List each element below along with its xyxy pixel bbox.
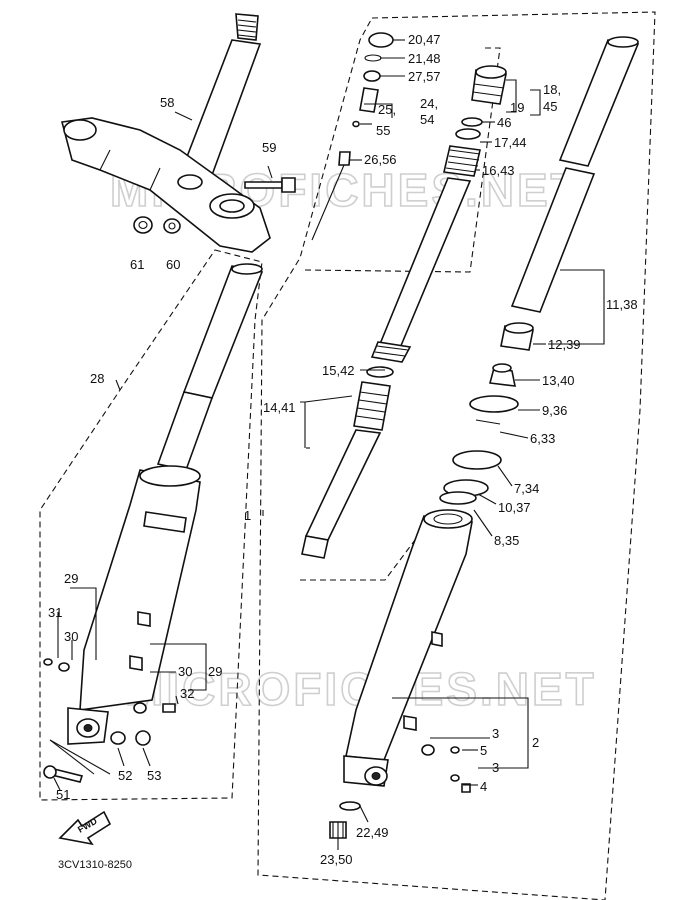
label-5: 5 <box>480 743 487 758</box>
label-6-33: 6,33 <box>530 431 555 446</box>
boundary-damper-lower <box>300 539 416 581</box>
label-55: 55 <box>376 123 390 138</box>
boundary-left-assembly <box>39 249 263 801</box>
label-23-50: 23,50 <box>320 852 353 867</box>
label-20-47: 20,47 <box>408 32 441 47</box>
label-30-right: 30 <box>178 664 192 679</box>
label-24: 24, <box>420 96 438 111</box>
bolt-59 <box>244 177 296 193</box>
label-7-34: 7,34 <box>514 481 539 496</box>
label-18: 18, <box>543 82 561 97</box>
label-61: 61 <box>130 257 144 272</box>
label-2: 2 <box>532 735 539 750</box>
label-19: 19 <box>510 100 524 115</box>
label-3-lower: 3 <box>492 760 499 775</box>
label-60: 60 <box>166 257 180 272</box>
label-13-40: 13,40 <box>542 373 575 388</box>
part-labels: 20,47 21,48 27,57 18, 45 19 25, 24, 54 4… <box>48 32 638 867</box>
nut-61 <box>133 216 153 234</box>
right-inner-tube <box>510 36 640 313</box>
lower-bracket <box>60 117 271 253</box>
label-25: 25, <box>378 102 396 117</box>
label-10-37: 10,37 <box>498 500 531 515</box>
damper-tube <box>370 177 472 363</box>
forward-arrow-icon: FWD <box>58 810 112 846</box>
label-17-44: 17,44 <box>494 135 527 150</box>
label-53: 53 <box>147 768 161 783</box>
right-outer-tube <box>343 509 473 787</box>
label-9-36: 9,36 <box>542 403 567 418</box>
label-15-42: 15,42 <box>322 363 355 378</box>
label-29-right: 29 <box>208 664 222 679</box>
leader-lines <box>49 39 605 850</box>
label-30-left: 30 <box>64 629 78 644</box>
label-45: 45 <box>543 99 557 114</box>
label-21-48: 21,48 <box>408 51 441 66</box>
washer-60 <box>163 218 181 234</box>
label-14-41: 14,41 <box>263 400 296 415</box>
ring-15-42 <box>366 366 394 378</box>
fork-cap-18 <box>471 65 507 105</box>
label-29-top: 29 <box>64 571 78 586</box>
label-58: 58 <box>160 95 174 110</box>
label-22-49: 22,49 <box>356 825 389 840</box>
label-3-upper: 3 <box>492 726 499 741</box>
label-4: 4 <box>480 779 487 794</box>
label-59: 59 <box>262 140 276 155</box>
label-8-35: 8,35 <box>494 533 519 548</box>
boundary-right-assembly <box>257 11 656 900</box>
damper-cylinder-14 <box>301 381 391 559</box>
label-26-56: 26,56 <box>364 152 397 167</box>
spring-top-16 <box>443 145 481 177</box>
label-31: 31 <box>48 605 62 620</box>
right-seals-stack <box>439 322 534 505</box>
left-leg-small-parts <box>43 658 176 783</box>
label-27-57: 27,57 <box>408 69 441 84</box>
label-16-43: 16,43 <box>482 163 515 178</box>
label-12-39: 12,39 <box>548 337 581 352</box>
left-fork-leg <box>67 263 264 745</box>
ring-46-17 <box>455 117 483 140</box>
label-1: 1 <box>244 508 251 523</box>
label-52: 52 <box>118 768 132 783</box>
label-46: 46 <box>497 115 511 130</box>
label-11-38: 11,38 <box>606 297 638 312</box>
label-32: 32 <box>180 686 194 701</box>
drawing-code: 3CV1310-8250 <box>58 859 132 871</box>
label-51: 51 <box>56 787 70 802</box>
label-28: 28 <box>90 371 104 386</box>
damper-cap-stack <box>311 32 394 241</box>
label-54: 54 <box>420 112 434 127</box>
boundary-damper-group <box>304 47 501 273</box>
